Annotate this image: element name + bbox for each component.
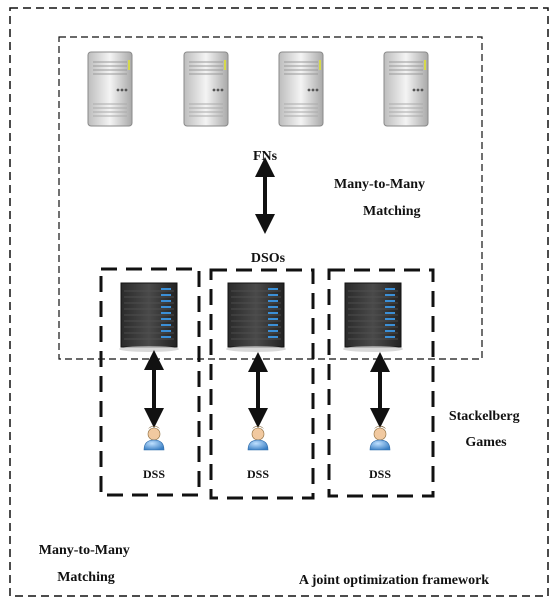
inner-matching-label: Many-to-Many Matching <box>334 177 429 219</box>
fog-nodes-row <box>87 51 429 127</box>
dso-rack-server-icon <box>119 282 179 352</box>
dso-group-border <box>209 268 315 500</box>
dso-dss-groups <box>99 267 435 500</box>
fns-label: FNs <box>253 149 278 164</box>
dsos-label: DSOs <box>251 251 286 266</box>
dso-rack-server-icon <box>226 282 286 352</box>
dss-label: DSS <box>143 467 165 481</box>
dss-label: DSS <box>369 467 391 481</box>
dso-rack-server-icon <box>343 282 403 352</box>
dss-user-icon <box>369 426 391 451</box>
outer-matching-label: Many-to-Many Matching <box>39 543 134 585</box>
dss-user-icon <box>247 426 269 451</box>
fog-node-server-icon <box>383 51 429 127</box>
dso-group-border <box>99 267 201 497</box>
dss-label: DSS <box>247 467 269 481</box>
fog-node-server-icon <box>183 51 229 127</box>
framework-caption: A joint optimization framework <box>299 573 489 588</box>
dss-user-icon <box>143 426 165 451</box>
fog-matching-border <box>58 36 483 360</box>
dso-group-border <box>327 268 435 498</box>
dso-rack-row <box>119 282 403 352</box>
fog-node-server-icon <box>278 51 324 127</box>
stackelberg-games-label: Stackelberg Games <box>449 409 523 450</box>
fog-node-server-icon <box>87 51 133 127</box>
outer-framework-border <box>9 7 549 597</box>
